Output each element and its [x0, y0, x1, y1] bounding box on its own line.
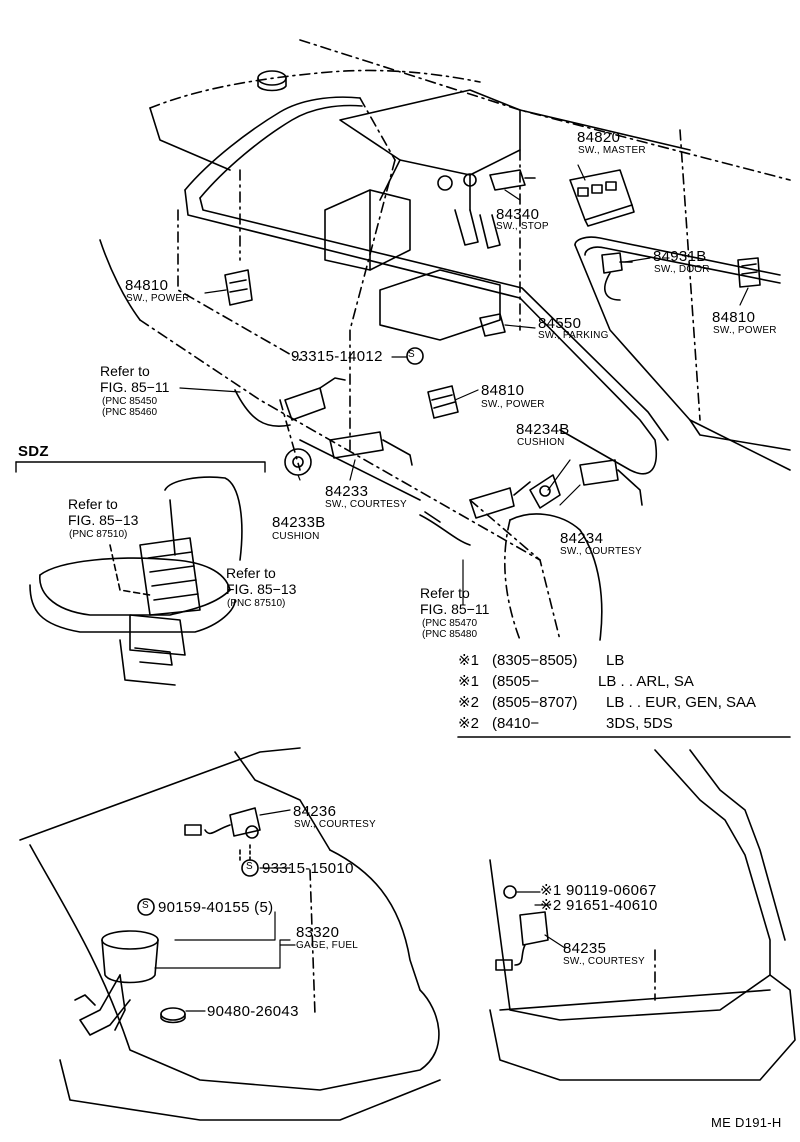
- part-desc-parking-switch: SW., PARKING: [538, 330, 609, 341]
- fastener-91651-40610: ※2 91651-40610: [540, 897, 658, 914]
- part-number-84810-center: 84810: [481, 382, 525, 399]
- applicability-row-4-mark: ※2: [458, 715, 479, 732]
- part-number-84810-right: 84810: [712, 309, 756, 326]
- refer-to-3-fig[interactable]: FIG. 85−13: [226, 581, 297, 597]
- sdz-inset: [15, 461, 266, 686]
- part-desc-courtesy-84234: SW., COURTESY: [560, 546, 642, 557]
- variant-label-sdz: SDZ: [18, 443, 49, 460]
- rear-left-leaders: [154, 809, 296, 1012]
- refer-to-3-title[interactable]: Refer to: [226, 565, 276, 581]
- refer-to-4-pnc-2: (PNC 85480: [422, 629, 478, 640]
- s-markers: [406, 347, 424, 365]
- car-interior-outline: [99, 39, 791, 641]
- applicability-row-2-range: (8505−: [492, 673, 540, 690]
- part-number-84234b: 84234B: [516, 421, 570, 438]
- refer-to-2-pnc: (PNC 87510): [69, 529, 128, 540]
- refer-to-4-fig[interactable]: FIG. 85−11: [420, 601, 490, 617]
- part-desc-power-switch-center: SW., POWER: [481, 399, 545, 410]
- part-desc-courtesy-84233: SW., COURTESY: [325, 499, 407, 510]
- applicability-row-1-mark: ※1: [458, 652, 479, 669]
- applicability-row-3-range: (8505−8707): [492, 694, 578, 711]
- applicability-row-4-range: (8410−: [492, 715, 540, 732]
- figure-code: ME D191-H: [711, 1115, 782, 1130]
- part-number-84810-left: 84810: [125, 277, 169, 294]
- rear-right-outline: [489, 749, 796, 1081]
- applicability-row-1-range: (8305−8505): [492, 652, 578, 669]
- rear-right-leaders: [516, 891, 566, 949]
- applicability-row-2-mark: ※1: [458, 673, 479, 690]
- refer-to-1-pnc-2: (PNC 85460: [102, 407, 158, 418]
- applicability-row-1-codes: LB: [606, 652, 625, 669]
- part-desc-courtesy-84235: SW., COURTESY: [563, 956, 645, 967]
- part-number-84550: 84550: [538, 315, 582, 332]
- part-desc-power-switch-left: SW., POWER: [126, 293, 190, 304]
- part-desc-stop-switch: SW., STOP: [496, 221, 549, 232]
- part-desc-courtesy-84236: SW., COURTESY: [294, 819, 376, 830]
- part-number-84233: 84233: [325, 483, 369, 500]
- applicability-row-3-codes: LB . . EUR, GEN, SAA: [606, 694, 757, 711]
- fastener-93315-14012: 93315-14012: [291, 348, 383, 365]
- part-number-83320: 83320: [296, 924, 340, 941]
- fastener-93315-15010: 93315-15010: [262, 860, 354, 877]
- leader-lines: [179, 164, 749, 606]
- part-number-84236: 84236: [293, 803, 337, 820]
- part-desc-master-switch: SW., MASTER: [578, 145, 646, 156]
- rear-left-outline: [19, 747, 441, 1121]
- s-symbol-1: S: [408, 349, 415, 360]
- s-symbol-3: S: [142, 900, 149, 911]
- applicability-row-4-codes: 3DS, 5DS: [606, 715, 673, 732]
- refer-to-3-pnc: (PNC 87510): [227, 598, 286, 609]
- refer-to-2-title[interactable]: Refer to: [68, 496, 118, 512]
- switch-components: [224, 169, 761, 546]
- s-symbol-2: S: [246, 861, 253, 872]
- refer-to-4-title[interactable]: Refer to: [420, 585, 470, 601]
- part-desc-power-switch-right: SW., POWER: [713, 325, 777, 336]
- refer-to-1-fig[interactable]: FIG. 85−11: [100, 379, 170, 395]
- part-number-84931b: 84931B: [653, 248, 707, 265]
- fastener-90480-26043: 90480-26043: [207, 1003, 299, 1020]
- refer-to-1-pnc-1: (PNC 85450: [102, 396, 158, 407]
- part-number-84340: 84340: [496, 206, 540, 223]
- part-desc-door-switch: SW., DOOR: [654, 264, 710, 275]
- part-desc-cushion-84234b: CUSHION: [517, 437, 565, 448]
- refer-to-1-title[interactable]: Refer to: [100, 363, 150, 379]
- part-desc-cushion-84233b: CUSHION: [272, 531, 320, 542]
- part-number-84820: 84820: [577, 129, 621, 146]
- part-number-84235: 84235: [563, 940, 607, 957]
- fastener-90119-06067: ※1 90119-06067: [540, 882, 657, 899]
- part-desc-fuel-gage: GAGE, FUEL: [296, 940, 359, 951]
- fastener-90159-40155: 90159-40155 (5): [158, 899, 274, 916]
- applicability-row-3-mark: ※2: [458, 694, 479, 711]
- part-number-84234: 84234: [560, 530, 604, 547]
- part-number-84233b: 84233B: [272, 514, 326, 531]
- refer-to-4-pnc-1: (PNC 85470: [422, 618, 478, 629]
- applicability-row-2-codes: LB . . ARL, SA: [598, 673, 694, 690]
- refer-to-2-fig[interactable]: FIG. 85−13: [68, 512, 139, 528]
